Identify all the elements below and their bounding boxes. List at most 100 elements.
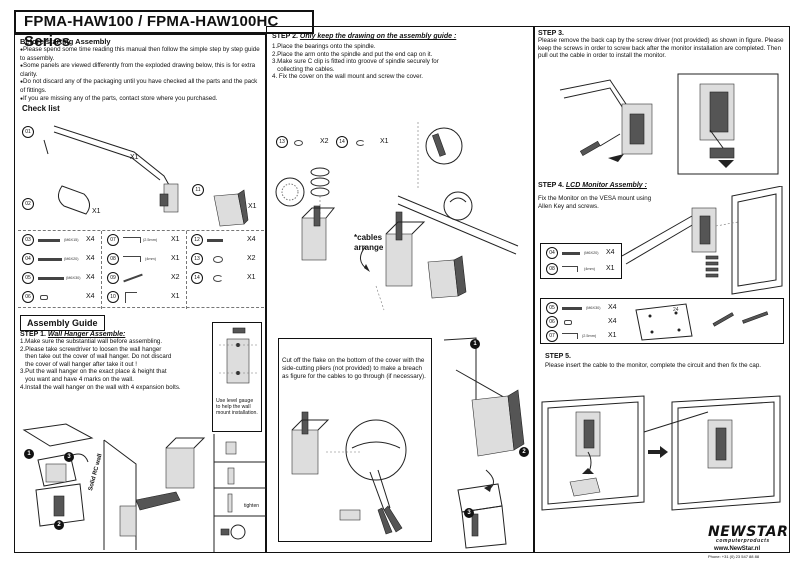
cable-tie-icon <box>123 273 143 283</box>
phone-text: Phone: +31 (0) 23 547 88 88 <box>708 554 760 559</box>
part-01-qty: X1 <box>130 154 139 161</box>
part-qty: X1 <box>606 265 615 272</box>
step2-title: Only keep the drawing on the assembly gu… <box>299 33 457 40</box>
step2-cover-illustration <box>443 337 525 549</box>
step1-item: the cover of wall hanger after take it o… <box>20 360 137 368</box>
part-number-circle: 12 <box>191 234 203 246</box>
part-row: 06 X4 <box>546 316 626 328</box>
allen-key-icon <box>123 256 141 262</box>
before-item: Do not discard any of the packaging unti… <box>20 78 264 94</box>
right-panel-frame <box>534 26 790 553</box>
part-row: 04 (M6X20) X4 <box>546 247 620 261</box>
website-text: www.NewStar.nl <box>714 546 761 552</box>
part-row: 08 (4mm) X1 <box>546 263 620 277</box>
callout-1: 1 <box>24 449 34 459</box>
part-qty: X4 <box>606 249 615 256</box>
step2-item: 4. Fix the cover on the wall mount and s… <box>272 73 423 81</box>
part-qty: X4 <box>247 236 256 243</box>
part-row: 07 (2.5mm) X1 <box>546 330 626 342</box>
part-number-circle: 04 <box>546 247 558 259</box>
part-qty: X4 <box>608 318 617 325</box>
part-size: (4mm) <box>584 267 595 271</box>
part-row: 04 (M6X20) X4 <box>22 253 104 267</box>
bolt-icon <box>207 239 223 242</box>
level-gauge-note: Use level gauge to help the wall mount i… <box>216 398 258 416</box>
before-item: Some panels are viewed differently from … <box>20 62 264 78</box>
step1-item: 1.Make sure the substantial wall before … <box>20 338 163 345</box>
part-01: 01 <box>22 120 34 138</box>
step4-monitor-illustration <box>622 186 783 295</box>
step2-section: STEP 2. Only keep the drawing on the ass… <box>272 33 530 81</box>
part-number-circle: 10 <box>107 291 119 303</box>
c-clip-icon <box>356 140 365 146</box>
part-qty: X4 <box>86 274 95 281</box>
assembly-guide-heading: Assembly Guide <box>20 315 105 331</box>
step1-title: Wall Hanger Assemble: <box>47 331 126 338</box>
callout-1: 1 <box>470 339 480 349</box>
part-number-circle: 06 <box>546 316 558 328</box>
part-row: 10 X1 <box>107 291 189 305</box>
part-row: 09 X2 <box>107 272 189 286</box>
step2-parts-row: 13 X2 14 X1 <box>276 136 396 150</box>
step1-item: then take out the cover of wall hanger. … <box>20 353 172 361</box>
step5-label: STEP 5. <box>545 353 571 360</box>
part-qty: X4 <box>86 236 95 243</box>
wall-plate-illustration <box>219 327 257 384</box>
step1-item: 2.Please take screwdriver to loosen the … <box>20 345 162 353</box>
part-size: (2.5mm) <box>143 238 158 242</box>
part-qty: X4 <box>86 255 95 262</box>
screw-icon <box>38 258 62 261</box>
part-row: 13 X2 <box>191 253 263 267</box>
part-qty: X1 <box>247 274 256 281</box>
callout-2: 2 <box>54 520 64 530</box>
part-size: (M6X20) <box>64 257 79 261</box>
step3-section: STEP 3. Please remove the back cap by th… <box>538 30 784 60</box>
part-row: 06 X4 <box>22 291 104 305</box>
part-number-circle: 05 <box>546 302 558 314</box>
part-row: 05 (M6X30) X4 <box>22 272 104 286</box>
part-size: (M6X30) <box>586 306 601 310</box>
allen-key-icon <box>562 333 578 339</box>
step4-title: LCD Monitor Assembly : <box>565 182 647 189</box>
c-clip-icon <box>213 275 223 282</box>
checklist-heading: Check list <box>22 104 60 113</box>
before-starting-section: Before starting Assembly Please spend so… <box>20 37 264 103</box>
left-panel-frame <box>14 34 266 553</box>
callout-3: 3 <box>64 452 74 462</box>
step2-item: 2.Place the arm onto the spindle and put… <box>272 50 433 58</box>
step3-text: Please remove the back cap by the screw … <box>538 37 784 60</box>
part-number-circle: 01 <box>22 126 34 138</box>
part-number-circle: 13 <box>191 253 203 265</box>
part-number-circle: 11 <box>192 184 204 196</box>
step4-text: Fix the Monitor on the VESA mount using … <box>538 195 652 210</box>
part-row: 12 X4 <box>191 234 263 248</box>
part-number-circle: 13 <box>276 136 288 148</box>
part-qty: X4 <box>86 293 95 300</box>
part-qty: X2 <box>171 274 180 281</box>
before-item: If you are missing any of the parts, con… <box>20 95 264 104</box>
step4-parts-box-b <box>540 298 784 344</box>
step3-label: STEP 3. <box>538 30 564 37</box>
part-number-circle: 05 <box>22 272 34 284</box>
step1-label: STEP 1. <box>20 331 46 338</box>
part-row: 14 X1 <box>191 272 263 286</box>
cut-flake-note: Cut off the flake on the bottom of the c… <box>282 357 426 380</box>
manual-title: FPMA-HAW100 / FPMA-HAW100HC Series <box>14 10 314 50</box>
vesa-number-label: 24 <box>673 307 679 313</box>
callout-3: 3 <box>464 508 474 518</box>
part-qty: X1 <box>171 236 180 243</box>
part-02-qty: X1 <box>92 208 101 215</box>
part-size: (M6X20) <box>584 251 599 255</box>
step4-section: STEP 4. LCD Monitor Assembly : Fix the M… <box>538 182 708 210</box>
tool-icon <box>125 292 137 303</box>
tighten-label: tighten <box>244 503 260 509</box>
before-item: Please spend some time reading this manu… <box>20 46 264 62</box>
part-qty: X1 <box>608 332 617 339</box>
part-row: 05 (M6X30) X4 <box>546 302 626 314</box>
step5-section: STEP 5. Please insert the cable to the m… <box>545 353 781 370</box>
step1-illustration <box>22 423 266 552</box>
part-number-circle: 03 <box>22 234 34 246</box>
part-number-circle: 14 <box>191 272 203 284</box>
part-row: 07 (2.5mm) X1 <box>107 234 189 248</box>
step1-item: you want and have 4 marks on the wall. <box>20 375 134 383</box>
